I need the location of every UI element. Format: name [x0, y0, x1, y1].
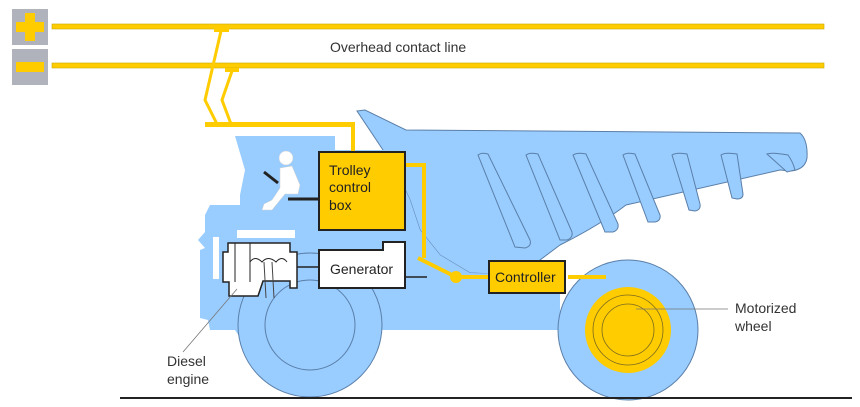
wheel-label-1: Motorized: [735, 300, 796, 316]
minus-icon: [16, 62, 44, 72]
diesel-engine: [213, 230, 298, 299]
diesel-leader: [182, 288, 238, 353]
trolley-box-label-1: Trolley: [329, 162, 371, 178]
power-cable: [351, 124, 606, 279]
trolley-control-box: [318, 151, 406, 231]
plus-icon: [16, 13, 44, 41]
overhead-line-positive: [51, 23, 825, 30]
positive-terminal: [12, 9, 48, 45]
diesel-label-1: Diesel: [167, 353, 206, 369]
controller-box: [488, 260, 566, 294]
overhead-line-negative: [51, 62, 825, 69]
trolley-box-label-2: control: [329, 179, 371, 195]
controller-label: Controller: [495, 269, 556, 285]
overhead-line-label: Overhead contact line: [330, 39, 466, 55]
generator-label: Generator: [330, 261, 393, 277]
diesel-label-2: engine: [167, 371, 209, 387]
pantograph-base: [205, 122, 355, 127]
operator-figure: [261, 150, 301, 211]
wheel-label-2: wheel: [734, 318, 772, 334]
bed-ribs: [477, 152, 796, 249]
pantograph: [203, 28, 239, 125]
trolley-box-label-3: box: [329, 197, 352, 213]
generator: [318, 241, 406, 289]
rear-wheel: [557, 259, 699, 401]
negative-terminal: [12, 49, 48, 85]
junction: [450, 271, 462, 283]
